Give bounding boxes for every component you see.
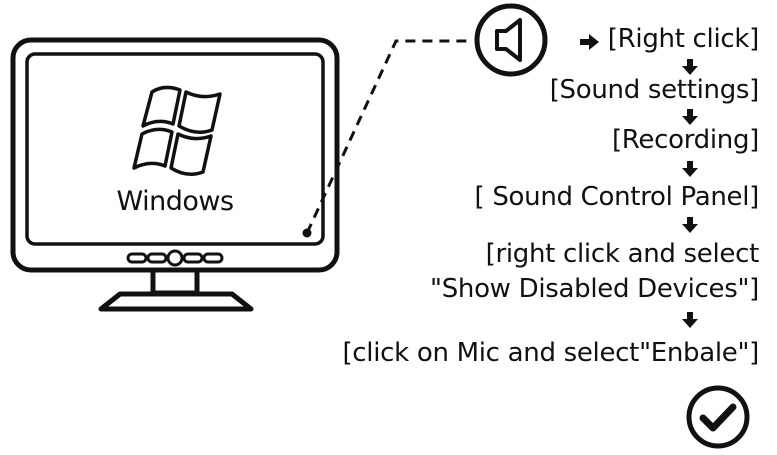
brand-label: Windows [116,186,234,217]
down-arrow-icon [682,109,698,125]
step-sound-control-panel: [ Sound Control Panel] [474,182,760,212]
step-show-disabled-devices: "Show Disabled Devices"] [430,274,759,304]
step-right-click-select: [right click and select [485,239,760,269]
down-arrow-icon [682,217,698,233]
check-circle-icon [686,385,750,449]
step-recording: [Recording] [611,125,759,155]
down-arrow-icon [682,161,698,177]
windows-logo-icon [132,85,222,176]
down-arrow-icon [682,312,698,328]
step-enable-mic: [click on Mic and select"Enbale"] [342,338,759,368]
step-right-click: [Right click] [607,24,760,54]
step-sound-settings: [Sound settings] [549,75,760,105]
right-arrow-icon [580,34,599,50]
speaker-icon [474,3,548,77]
monitor-buttons [126,249,224,267]
down-arrow-icon [682,59,698,75]
connector-line [305,39,472,234]
